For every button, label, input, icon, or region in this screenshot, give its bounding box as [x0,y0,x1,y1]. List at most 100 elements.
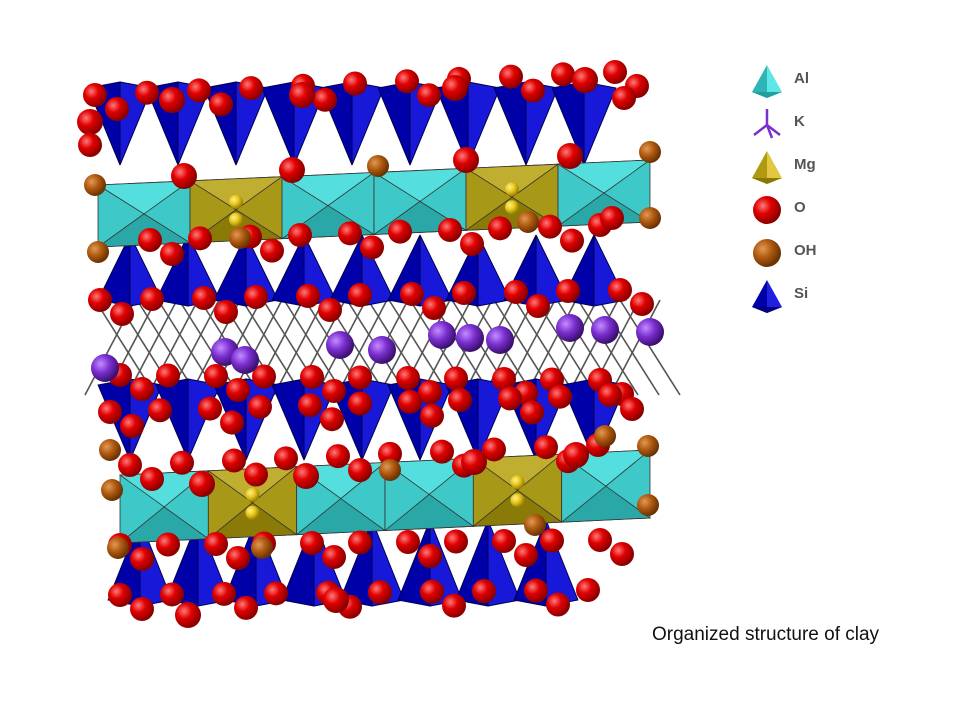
o-atom [348,458,372,483]
mg-atom [505,200,519,215]
o-atom [400,282,424,306]
legend-label: Si [794,285,809,302]
o-atom [140,287,164,311]
si-tetrahedron-face [187,378,221,461]
o-atom [222,448,246,473]
o-atom [630,292,654,316]
o-atom [492,367,516,391]
o-atom [442,75,468,101]
oh-atom [101,479,123,501]
o-atom [138,228,162,252]
legend-item-k: K [744,103,854,146]
o-atom [600,206,624,230]
o-atom [540,528,564,553]
o-atom [298,393,322,418]
o-atom [420,579,444,604]
interlayer-bond [609,299,661,396]
o-atom [461,449,487,475]
o-atom [175,602,201,628]
o-atom [204,364,228,388]
o-atom [239,76,263,101]
o-atom [274,446,298,471]
o-atom [130,377,154,401]
legend-item-al: Al [744,60,854,103]
mg-atom [229,194,243,209]
al-octahedron-face [383,457,475,495]
si-tetrahedron-face [467,81,501,166]
o-atom [322,379,346,403]
mg-octahedron-face [464,163,560,198]
purple-bond-icon [753,109,781,139]
o-atom [318,298,342,322]
o-atom [588,528,612,552]
o-atom [209,92,233,117]
o-atom [204,532,228,556]
o-atom [572,67,598,93]
mg-atom [510,493,525,508]
o-atom [171,163,197,189]
oh-atom [229,227,251,249]
o-atom [88,288,112,312]
o-atom [492,529,516,553]
interlayer-bond [535,299,597,396]
o-atom [110,302,134,326]
k-atom [486,326,514,354]
mg-octahedron-face [207,502,298,540]
o-atom [610,542,634,566]
o-atom [170,450,194,475]
o-atom [472,579,496,604]
o-atom [120,414,144,438]
oh-atom [107,537,129,559]
o-atom [313,87,337,112]
o-atom [300,531,324,555]
o-atom [396,530,420,554]
interlayer-bond [178,299,240,396]
o-atom [418,544,442,568]
oh-atom [367,155,389,177]
o-atom [499,64,523,89]
mg-atom [510,475,525,490]
o-atom [159,87,185,113]
legend-item-oh: OH [744,232,854,275]
o-atom [77,109,103,135]
o-atom [98,400,122,424]
k-atom [91,354,119,382]
interlayer-bond [598,299,660,396]
k-atom [326,331,354,359]
oh-atom [379,459,401,481]
o-atom [348,391,372,416]
blue-tetrahedron-icon [752,280,782,313]
al-octahedron-face [295,498,387,536]
si-tetrahedron-face [351,81,385,166]
o-atom [244,462,268,487]
o-atom [83,83,107,107]
o-atom [560,228,584,253]
k-atom [231,346,259,374]
interlayer-bond [388,299,450,396]
o-atom [482,437,506,462]
o-atom [576,578,600,602]
k-atom [591,316,619,344]
o-atom [444,366,468,391]
o-atom [156,363,180,388]
interlayer-bond [619,299,681,396]
legend-label: Al [794,70,809,87]
o-atom [288,223,312,247]
o-atom [504,280,528,304]
o-atom [557,143,583,169]
o-atom [300,365,324,389]
si-tetrahedron-face [583,81,617,166]
o-atom [118,453,142,477]
mg-octahedron-face [472,453,563,491]
o-atom [248,394,272,419]
o-atom [226,378,250,402]
mg-atom [245,487,260,502]
o-atom [396,366,420,390]
o-atom [526,294,550,318]
oh-atom [637,435,659,457]
o-atom [140,467,164,491]
o-atom [187,78,211,103]
o-atom [603,60,627,84]
si-tetrahedron-face [493,81,527,166]
